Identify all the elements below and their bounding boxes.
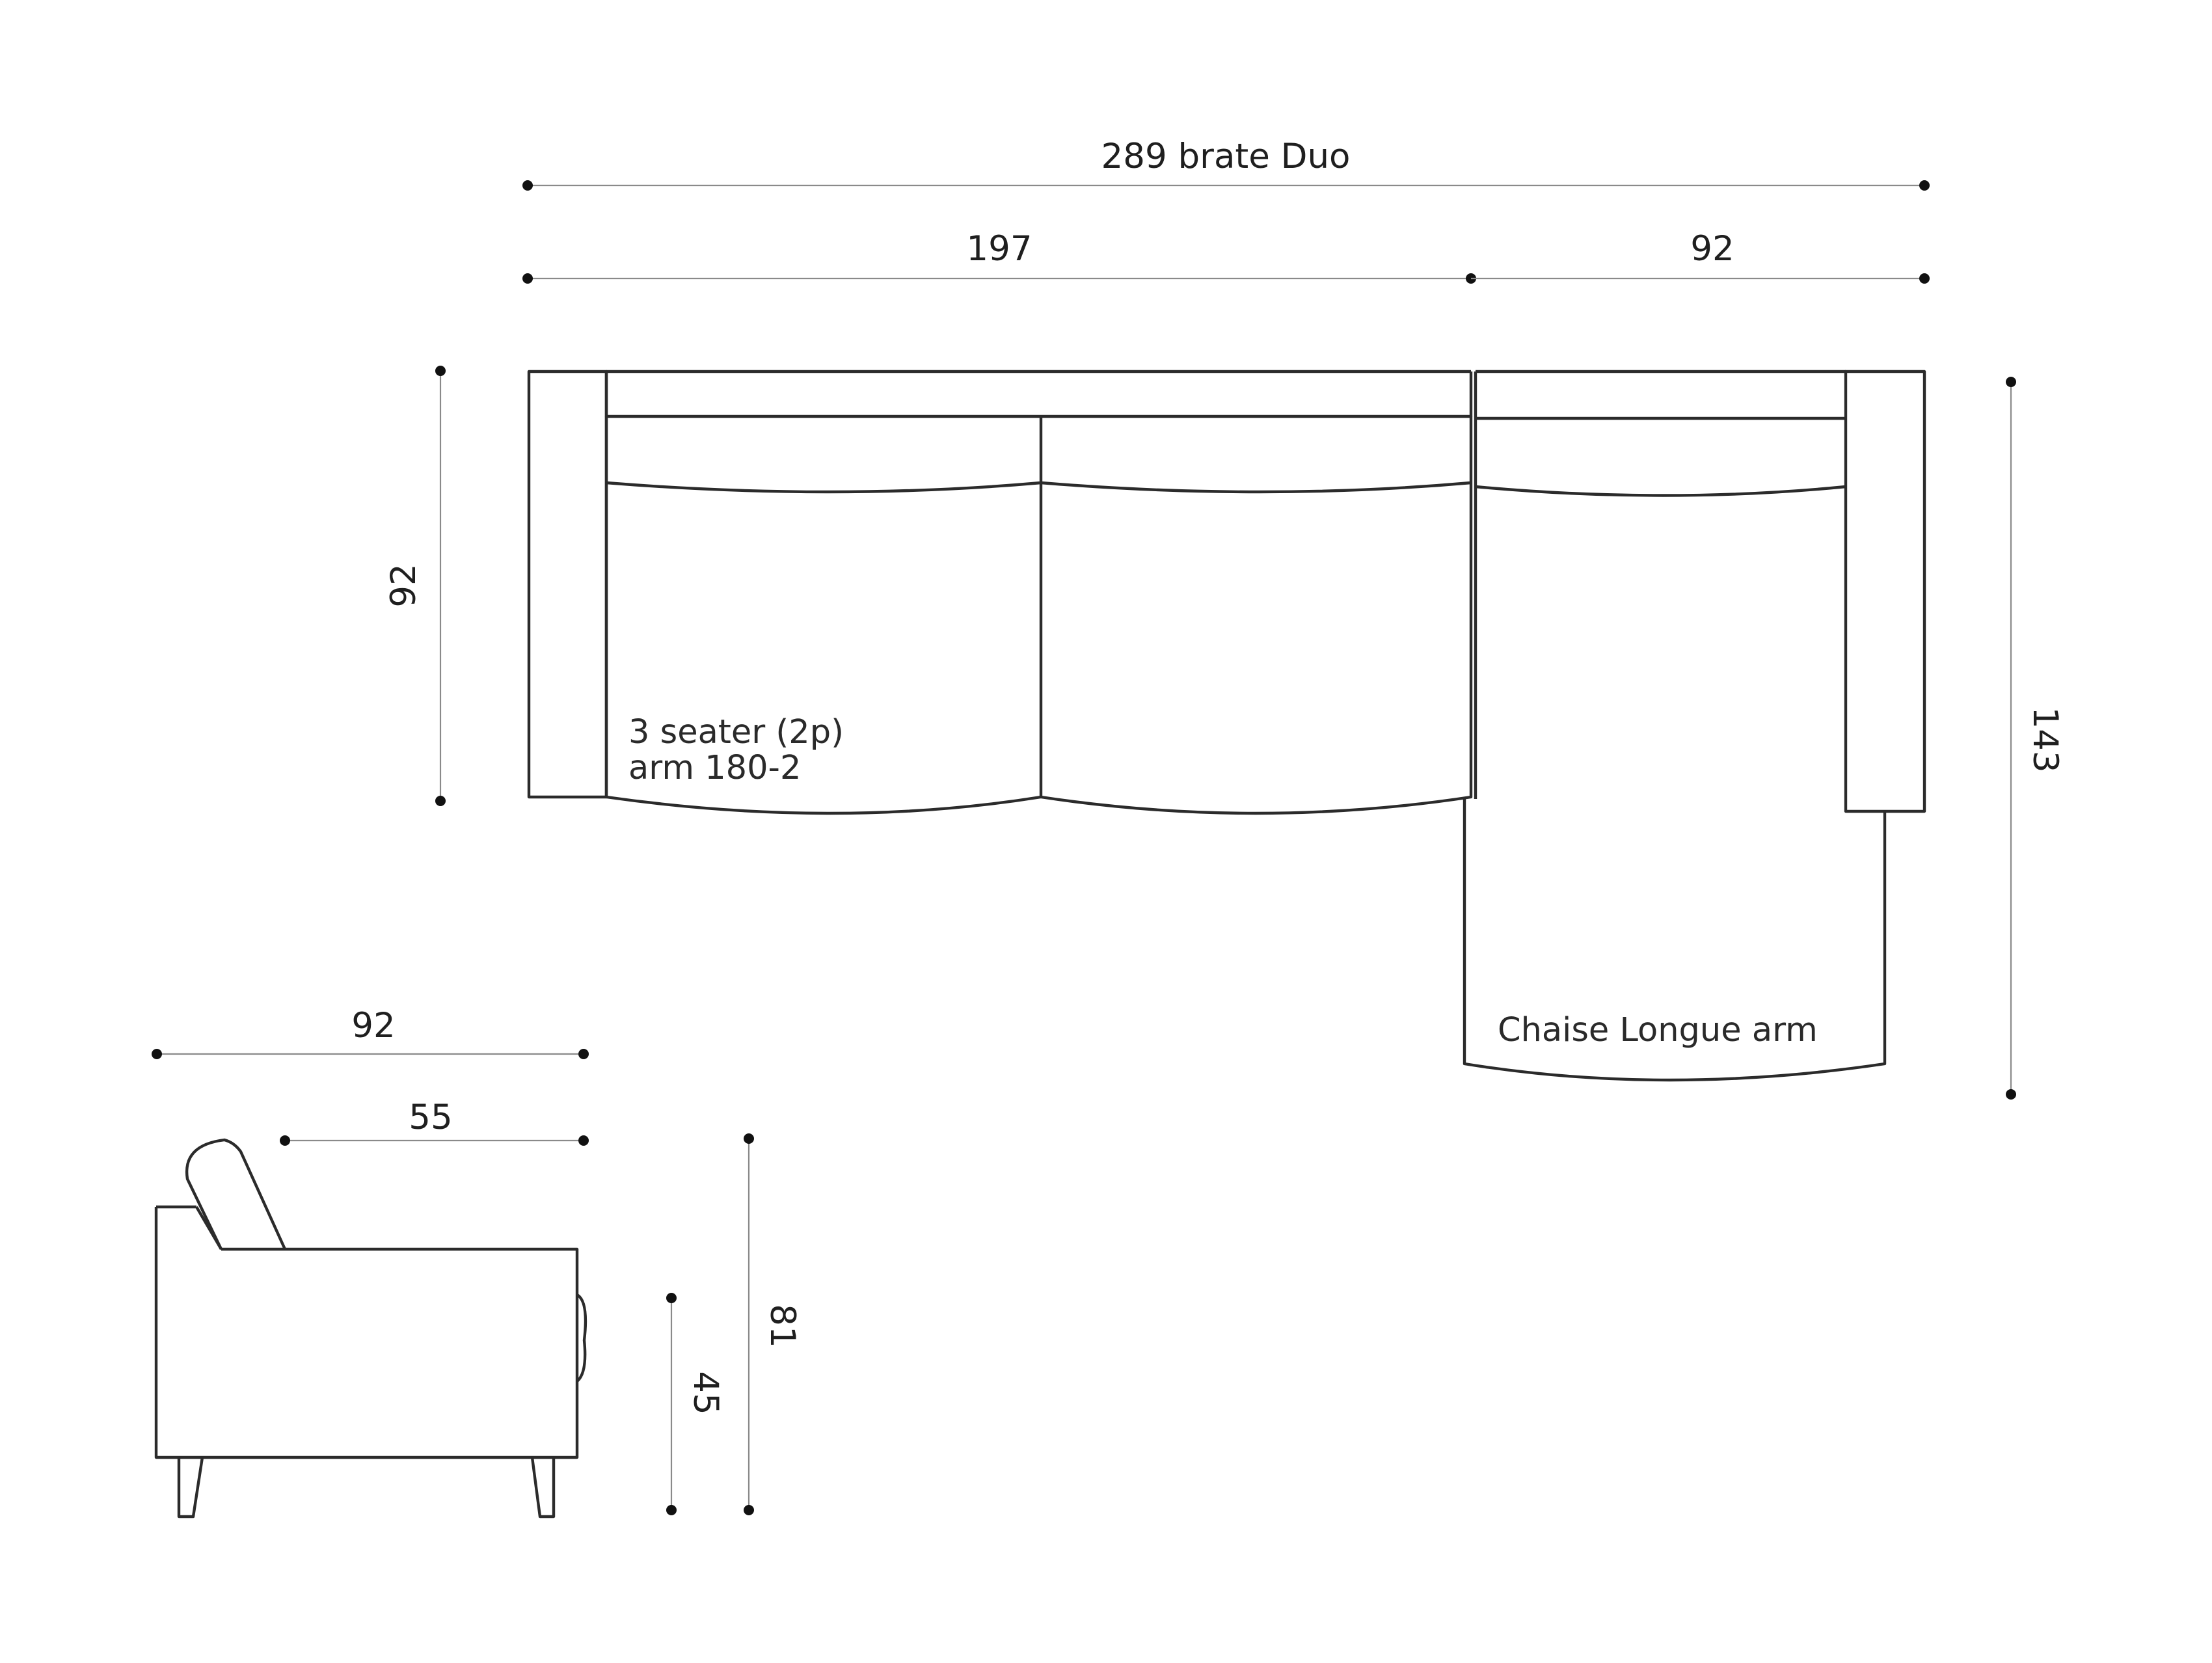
dim-side-seat-height-label: 45 bbox=[686, 1371, 725, 1414]
backrest bbox=[604, 370, 1473, 418]
seater-label-line1: 3 seater (2p) bbox=[628, 713, 844, 751]
dim-side-total-height-label: 81 bbox=[762, 1304, 802, 1347]
dim-right-section-width: 92 bbox=[1471, 229, 1930, 284]
dim-chaise-depth: 143 bbox=[2006, 377, 2065, 1100]
dim-left-section-width-label: 197 bbox=[966, 229, 1032, 269]
side-body bbox=[154, 1205, 579, 1459]
dim-total-width-label: 289 brate Duo bbox=[1101, 137, 1351, 176]
dim-side-seat-depth: 55 bbox=[280, 1098, 589, 1146]
side-back-cushion bbox=[185, 1138, 287, 1250]
dim-side-seat-depth-label: 55 bbox=[409, 1098, 452, 1137]
chaise-label: Chaise Longue arm bbox=[1498, 1011, 1818, 1049]
dim-chaise-depth-label: 143 bbox=[2025, 707, 2065, 772]
dim-side-total-height: 81 bbox=[744, 1133, 802, 1515]
side-front-cushion bbox=[576, 1293, 587, 1383]
right-arm bbox=[1844, 370, 1926, 813]
dim-right-section-width-label: 92 bbox=[1690, 229, 1734, 269]
dim-side-total-depth-label: 92 bbox=[351, 1006, 395, 1046]
side-leg-front bbox=[530, 1457, 556, 1519]
dim-sofa-depth-label: 92 bbox=[384, 563, 424, 607]
left-arm bbox=[527, 370, 608, 799]
seater-label-line2: arm 180-2 bbox=[628, 749, 801, 787]
chaise-section bbox=[1463, 370, 1887, 1082]
dim-left-section-width: 197 bbox=[522, 229, 1476, 284]
left-seat-section bbox=[604, 416, 1473, 815]
side-leg-back bbox=[177, 1457, 204, 1519]
dim-sofa-depth: 92 bbox=[384, 366, 446, 806]
sofa-top-view: 3 seater (2p) arm 180-2 Chaise Longue ar… bbox=[527, 370, 1926, 1082]
dim-total-width: 289 brate Duo bbox=[522, 137, 1930, 191]
sofa-side-view bbox=[154, 1138, 587, 1519]
dim-side-seat-height: 45 bbox=[666, 1293, 725, 1515]
dim-side-total-depth: 92 bbox=[152, 1006, 589, 1059]
